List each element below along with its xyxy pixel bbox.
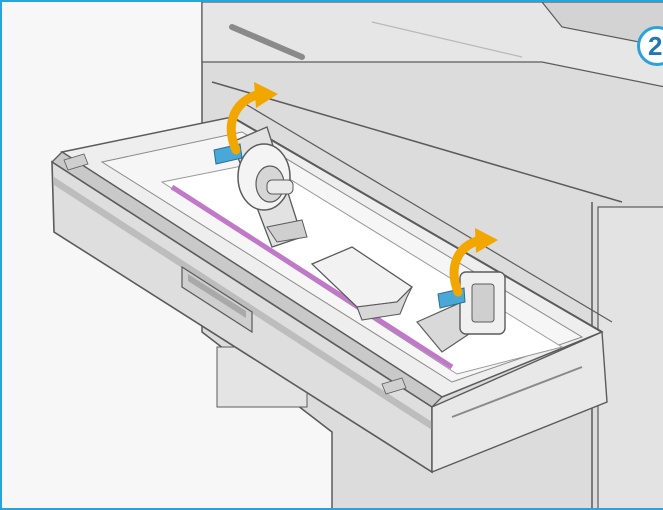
lift-arrow-icon (226, 82, 278, 155)
lift-arrow-icon (449, 228, 498, 297)
right-spindle-adapter (416, 271, 506, 353)
center-clamp (310, 246, 414, 321)
drawer-front (50, 151, 608, 474)
step-number-badge: 2 (637, 26, 663, 66)
media-guide-line (170, 184, 454, 370)
